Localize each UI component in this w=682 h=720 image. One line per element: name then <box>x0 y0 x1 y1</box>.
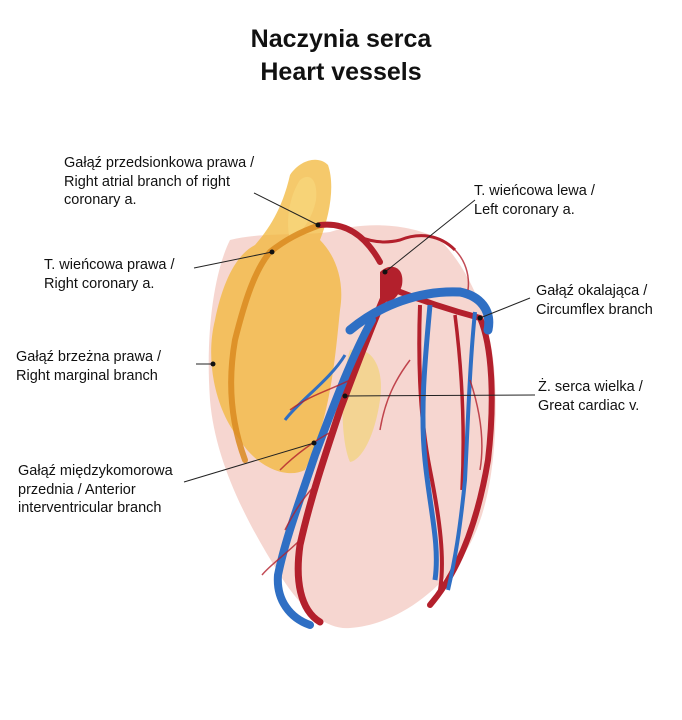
label-line: Gałąź międzykomorowa <box>18 463 173 479</box>
label-great-cardiac-vein: Ż. serca wielka / Great cardiac v. <box>538 378 643 415</box>
circumflex-artery <box>392 287 495 608</box>
label-line: Ż. serca wielka / <box>538 379 643 395</box>
label-line: przednia / Anterior <box>18 481 136 498</box>
label-line: Gałąź okalająca / <box>536 283 648 299</box>
label-line: Gałąź brzeżna prawa / <box>16 349 162 365</box>
label-line: Gałąź przedsionkowa prawa / <box>64 155 255 171</box>
arterial-twigs <box>261 249 483 576</box>
label-line: T. wieńcowa prawa / <box>44 257 175 273</box>
great-cardiac-vein <box>345 287 494 335</box>
fat-highlight <box>288 176 317 240</box>
label-line: Great cardiac v. <box>538 397 640 414</box>
label-right-marginal: Gałąź brzeżna prawa / Right marginal bra… <box>16 348 161 385</box>
label-line: Right marginal branch <box>16 367 158 384</box>
title-line-2: Heart vessels <box>260 58 422 86</box>
anterior-interventricular-vein <box>273 316 376 629</box>
label-anterior-interventricular: Gałąź międzykomorowa przednia / Anterior… <box>18 462 173 518</box>
label-right-atrial-branch: Gałąź przedsionkowa prawa / Right atrial… <box>64 154 254 210</box>
leader-dots <box>210 222 483 446</box>
left-atrial-branch <box>344 226 457 252</box>
label-line: Right atrial branch of right <box>64 173 231 190</box>
label-line: interventricular branch <box>18 500 162 516</box>
label-circumflex: Gałąź okalająca / Circumflex branch <box>536 282 653 319</box>
posterior-vein-branch <box>446 311 477 591</box>
label-line: T. wieńcowa lewa / <box>474 183 595 199</box>
label-line: Right coronary a. <box>44 275 155 292</box>
small-vein-branch <box>283 354 347 421</box>
diagonal-artery <box>417 304 444 591</box>
label-line: Left coronary a. <box>474 201 575 218</box>
leader-lines <box>183 192 536 483</box>
label-line: coronary a. <box>64 192 137 208</box>
title-line-1: Naczynia serca <box>250 25 432 53</box>
anterior-interventricular-artery <box>294 291 389 626</box>
left-marginal-vein <box>420 304 439 581</box>
marginal-artery <box>453 314 465 491</box>
right-coronary-artery <box>228 222 323 463</box>
label-left-coronary: T. wieńcowa lewa / Left coronary a. <box>474 182 595 219</box>
label-right-coronary: T. wieńcowa prawa / Right coronary a. <box>44 256 175 293</box>
label-line: Circumflex branch <box>536 301 653 318</box>
